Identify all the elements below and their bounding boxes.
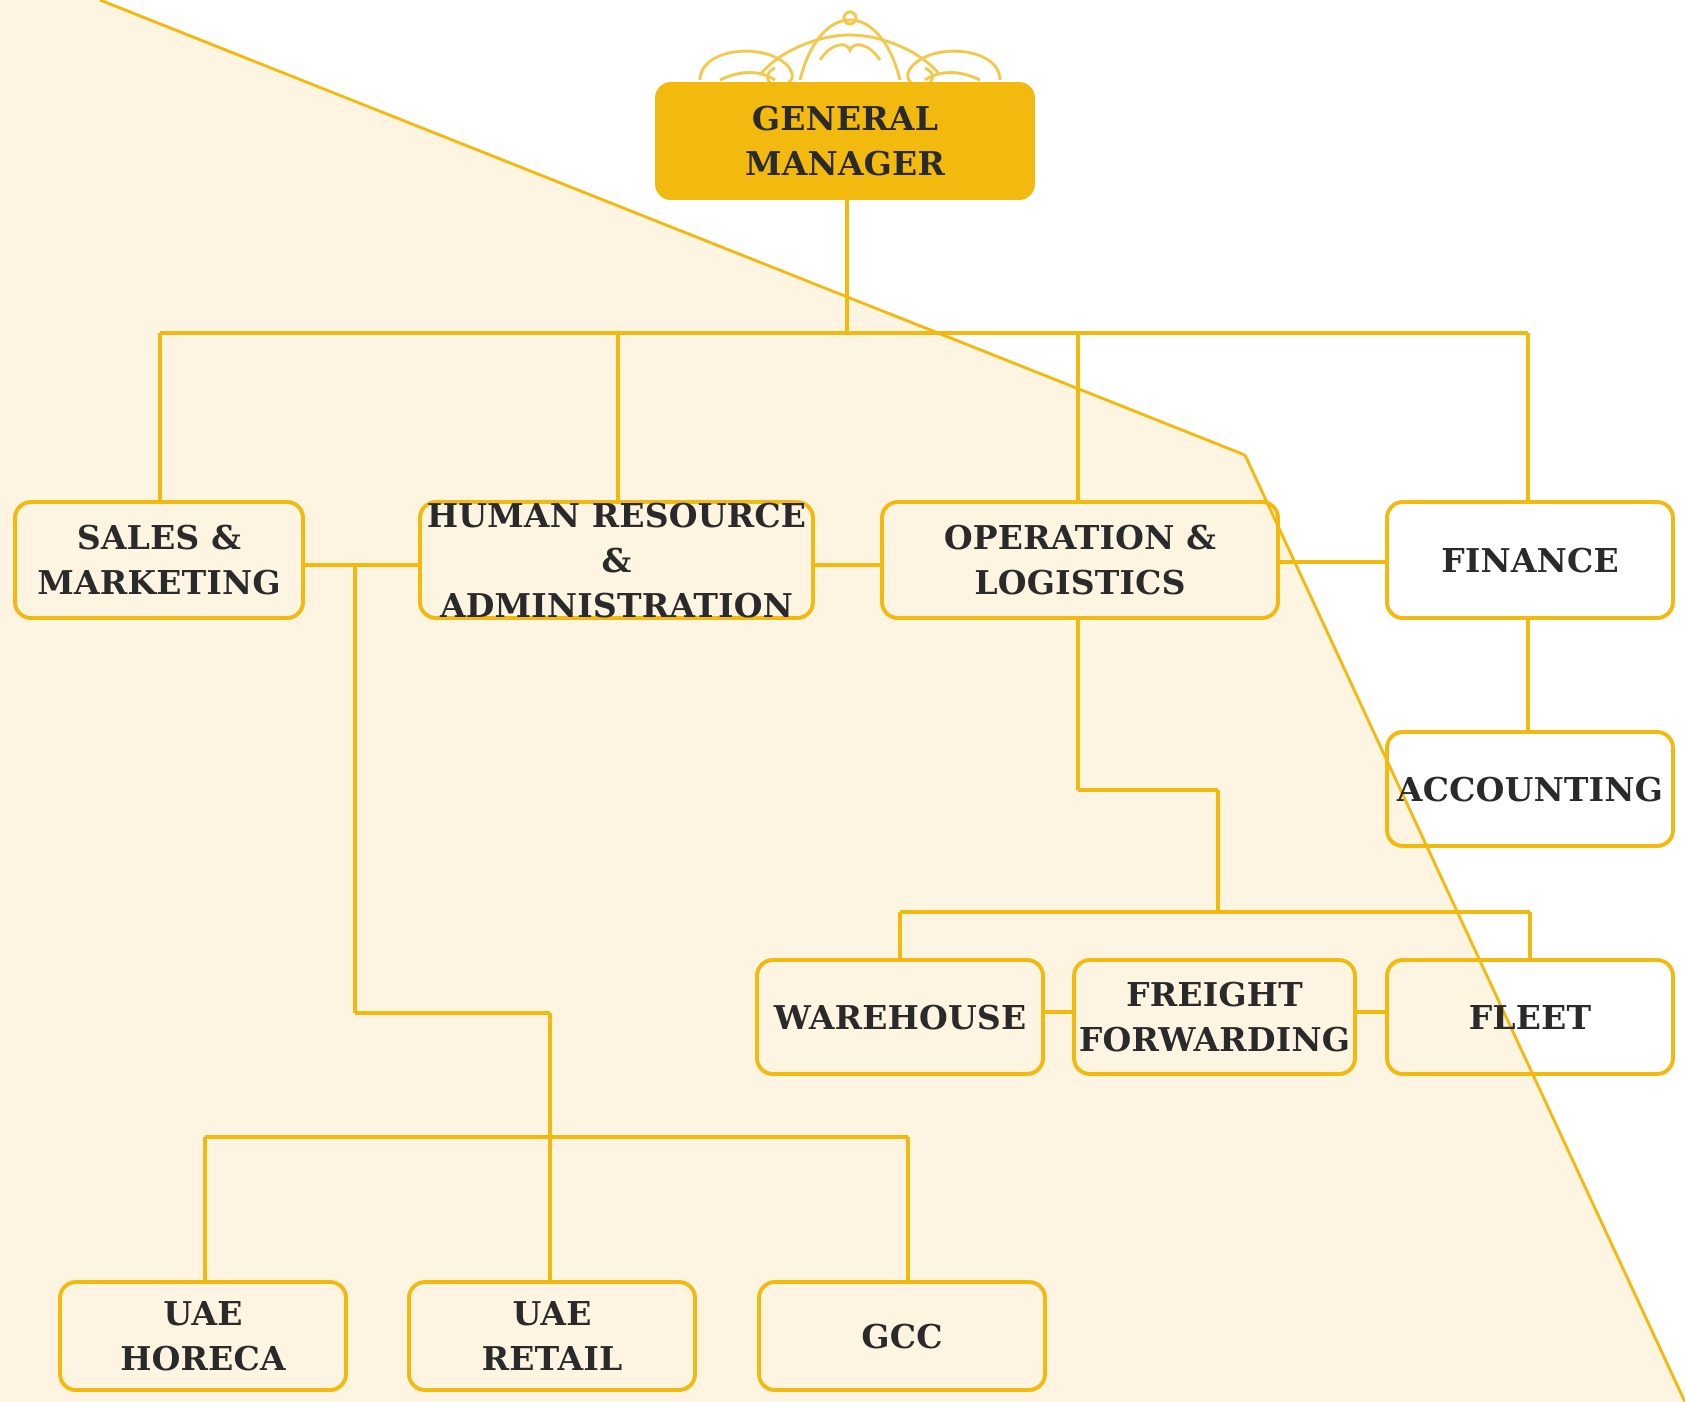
node-finance-label: FINANCE: [1441, 540, 1619, 580]
node-freight-forwarding: FREIGHT FORWARDING: [1072, 958, 1357, 1076]
node-human-resource-label: HUMAN RESOURCE & ADMINISTRATION: [426, 495, 807, 625]
node-general-manager: GENERAL MANAGER: [655, 82, 1035, 200]
node-uae-retail: UAE RETAIL: [407, 1280, 697, 1392]
node-gcc: GCC: [757, 1280, 1047, 1392]
node-warehouse-label: WAREHOUSE: [773, 997, 1027, 1037]
node-fleet-label: FLEET: [1468, 997, 1592, 1037]
node-accounting-label: ACCOUNTING: [1396, 769, 1664, 809]
node-uae-retail-label: UAE RETAIL: [481, 1294, 623, 1378]
node-sales-marketing-label: SALES & MARKETING: [37, 518, 281, 602]
node-operation-logistics-label: OPERATION & LOGISTICS: [943, 518, 1217, 602]
node-finance: FINANCE: [1385, 500, 1675, 620]
connectors: [158, 200, 1532, 1280]
node-uae-horeca-label: UAE HORECA: [120, 1294, 286, 1378]
node-human-resource: HUMAN RESOURCE & ADMINISTRATION: [418, 496, 815, 625]
node-accounting: ACCOUNTING: [1385, 730, 1675, 848]
node-sales-marketing: SALES & MARKETING: [13, 500, 305, 620]
node-freight-forwarding-label: FREIGHT FORWARDING: [1078, 975, 1351, 1059]
node-operation-logistics: OPERATION & LOGISTICS: [880, 500, 1280, 620]
node-uae-horeca: UAE HORECA: [58, 1280, 348, 1392]
node-fleet: FLEET: [1385, 958, 1675, 1076]
wedge-border: [99, 0, 1685, 1402]
node-general-manager-label: GENERAL MANAGER: [744, 99, 946, 183]
node-gcc-label: GCC: [861, 1316, 943, 1356]
flourish-ornament: [698, 10, 1002, 88]
node-warehouse: WAREHOUSE: [755, 958, 1045, 1076]
